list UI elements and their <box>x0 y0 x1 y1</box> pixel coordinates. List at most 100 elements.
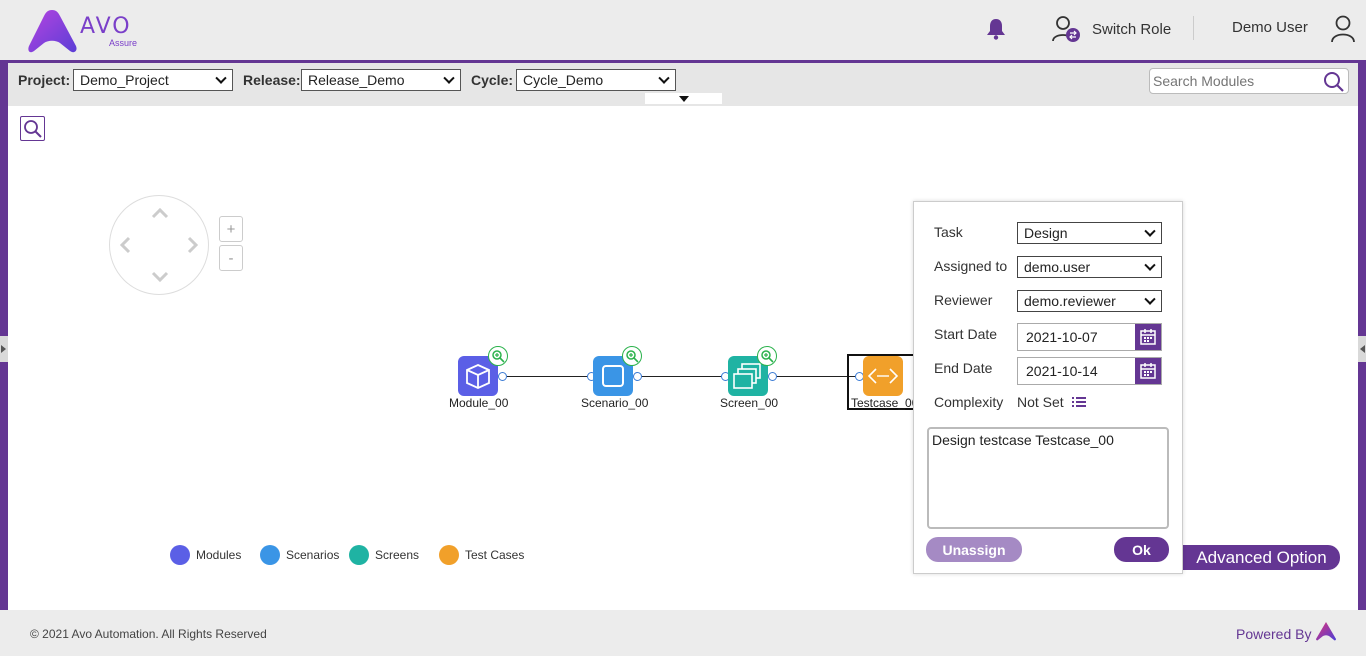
screen-zoom-icon[interactable] <box>757 346 777 366</box>
advanced-option-button[interactable]: Advanced Option <box>1183 545 1340 570</box>
connector-line <box>776 376 858 377</box>
calendar-icon[interactable] <box>1135 324 1161 350</box>
testcase-node[interactable] <box>863 356 903 396</box>
module-search-input[interactable] <box>1150 73 1318 89</box>
legend-dot <box>439 545 459 565</box>
connector-line <box>641 376 723 377</box>
frame-right-border <box>1358 60 1366 610</box>
left-panel-toggle[interactable] <box>0 336 8 362</box>
screen-node-label: Screen_00 <box>720 396 779 410</box>
chevron-down-icon <box>1145 264 1155 270</box>
node-port[interactable] <box>768 372 777 381</box>
scenario-node-label: Scenario_00 <box>581 396 649 410</box>
legend-dot <box>260 545 280 565</box>
task-label: Task <box>934 224 963 240</box>
screen-stack-icon <box>733 363 761 389</box>
top-header: AVO Assure Switch Role Demo User <box>0 0 1366 60</box>
header-divider <box>1193 16 1194 40</box>
legend-dot <box>170 545 190 565</box>
search-icon[interactable] <box>1323 71 1345 93</box>
chevron-down-icon <box>659 77 669 83</box>
project-select-value: Demo_Project <box>80 72 169 88</box>
ok-button[interactable]: Ok <box>1114 537 1169 562</box>
pan-navigation-pad <box>109 195 209 295</box>
switch-role-icon <box>1052 16 1080 42</box>
toolbar-collapse-toggle[interactable] <box>645 93 722 104</box>
pan-right-icon[interactable] <box>182 234 204 256</box>
project-select[interactable]: Demo_Project <box>73 69 233 91</box>
assigned-to-label: Assigned to <box>934 258 1008 274</box>
testcase-node-label: Testcase_00 <box>851 396 919 410</box>
module-cube-icon <box>466 364 490 389</box>
user-name[interactable]: Demo User <box>1232 19 1308 36</box>
assigned-to-select[interactable]: demo.user <box>1017 256 1162 278</box>
task-details-textarea[interactable]: Design testcase Testcase_00 <box>927 427 1169 529</box>
avo-logo-small <box>1316 622 1336 641</box>
cycle-select-value: Cycle_Demo <box>523 72 604 88</box>
user-profile-icon[interactable] <box>1330 15 1356 43</box>
legend-dot <box>349 545 369 565</box>
legend-modules: Modules <box>170 545 241 565</box>
pan-up-icon[interactable] <box>149 202 171 224</box>
zoom-in-button[interactable]: + <box>219 216 243 242</box>
legend-label: Test Cases <box>465 548 525 562</box>
module-node-label: Module_00 <box>449 396 509 410</box>
canvas-search-button[interactable] <box>20 116 45 141</box>
cycle-select[interactable]: Cycle_Demo <box>516 69 676 91</box>
complexity-value: Not Set <box>1017 394 1064 410</box>
legend-scenarios: Scenarios <box>260 545 339 565</box>
chevron-down-icon <box>216 77 226 83</box>
project-label: Project: <box>18 72 71 88</box>
task-select[interactable]: Design <box>1017 222 1162 244</box>
filter-toolbar: Project: Demo_Project Release: Release_D… <box>8 63 1358 106</box>
connector-line <box>507 376 589 377</box>
code-brackets-icon <box>867 368 899 384</box>
switch-role-button[interactable]: Switch Role <box>1052 14 1171 44</box>
logo-subtext: Assure <box>109 38 138 48</box>
assigned-to-value: demo.user <box>1024 259 1091 275</box>
avo-logo[interactable] <box>28 8 138 54</box>
legend-label: Screens <box>375 548 420 562</box>
switch-role-label: Switch Role <box>1092 20 1172 38</box>
release-label: Release: <box>243 72 301 88</box>
right-panel-toggle[interactable] <box>1358 336 1366 362</box>
unassign-button[interactable]: Unassign <box>926 537 1022 562</box>
complexity-label: Complexity <box>934 394 1004 410</box>
legend-test-cases: Test Cases <box>439 545 524 565</box>
frame-left-border <box>0 60 8 610</box>
start-date-value: 2021-10-07 <box>1026 329 1098 345</box>
end-date-value: 2021-10-14 <box>1026 363 1098 379</box>
chevron-down-icon <box>1145 298 1155 304</box>
calendar-icon[interactable] <box>1135 358 1161 384</box>
pan-down-icon[interactable] <box>149 266 171 288</box>
node-port[interactable] <box>633 372 642 381</box>
powered-by-text: Powered By <box>1236 626 1312 642</box>
reviewer-value: demo.reviewer <box>1024 293 1116 309</box>
screen-node[interactable] <box>728 356 768 396</box>
cycle-label: Cycle: <box>471 72 514 88</box>
module-search-box <box>1149 68 1349 94</box>
task-select-value: Design <box>1024 225 1068 241</box>
search-icon <box>23 119 42 138</box>
scenario-zoom-icon[interactable] <box>622 346 642 366</box>
start-date-field[interactable]: 2021-10-07 <box>1017 323 1162 351</box>
pan-left-icon[interactable] <box>114 234 136 256</box>
end-date-field[interactable]: 2021-10-14 <box>1017 357 1162 385</box>
copyright-text: © 2021 Avo Automation. All Rights Reserv… <box>30 627 267 641</box>
zoom-out-button[interactable]: - <box>219 245 243 271</box>
release-select-value: Release_Demo <box>308 72 405 88</box>
list-icon[interactable] <box>1071 396 1086 408</box>
task-assign-popup: Task Design Assigned to demo.user Review… <box>913 201 1183 574</box>
legend-screens: Screens <box>349 545 419 565</box>
module-zoom-icon[interactable] <box>488 346 508 366</box>
reviewer-label: Reviewer <box>934 292 993 308</box>
logo-text: AVO <box>80 14 132 39</box>
release-select[interactable]: Release_Demo <box>301 69 461 91</box>
node-port[interactable] <box>498 372 507 381</box>
frame-top-border <box>0 60 1366 63</box>
chevron-down-icon <box>1145 230 1155 236</box>
notification-bell-icon[interactable] <box>984 17 1008 41</box>
legend-label: Scenarios <box>286 548 340 562</box>
complexity-selector[interactable]: Not Set <box>1017 394 1086 410</box>
reviewer-select[interactable]: demo.reviewer <box>1017 290 1162 312</box>
